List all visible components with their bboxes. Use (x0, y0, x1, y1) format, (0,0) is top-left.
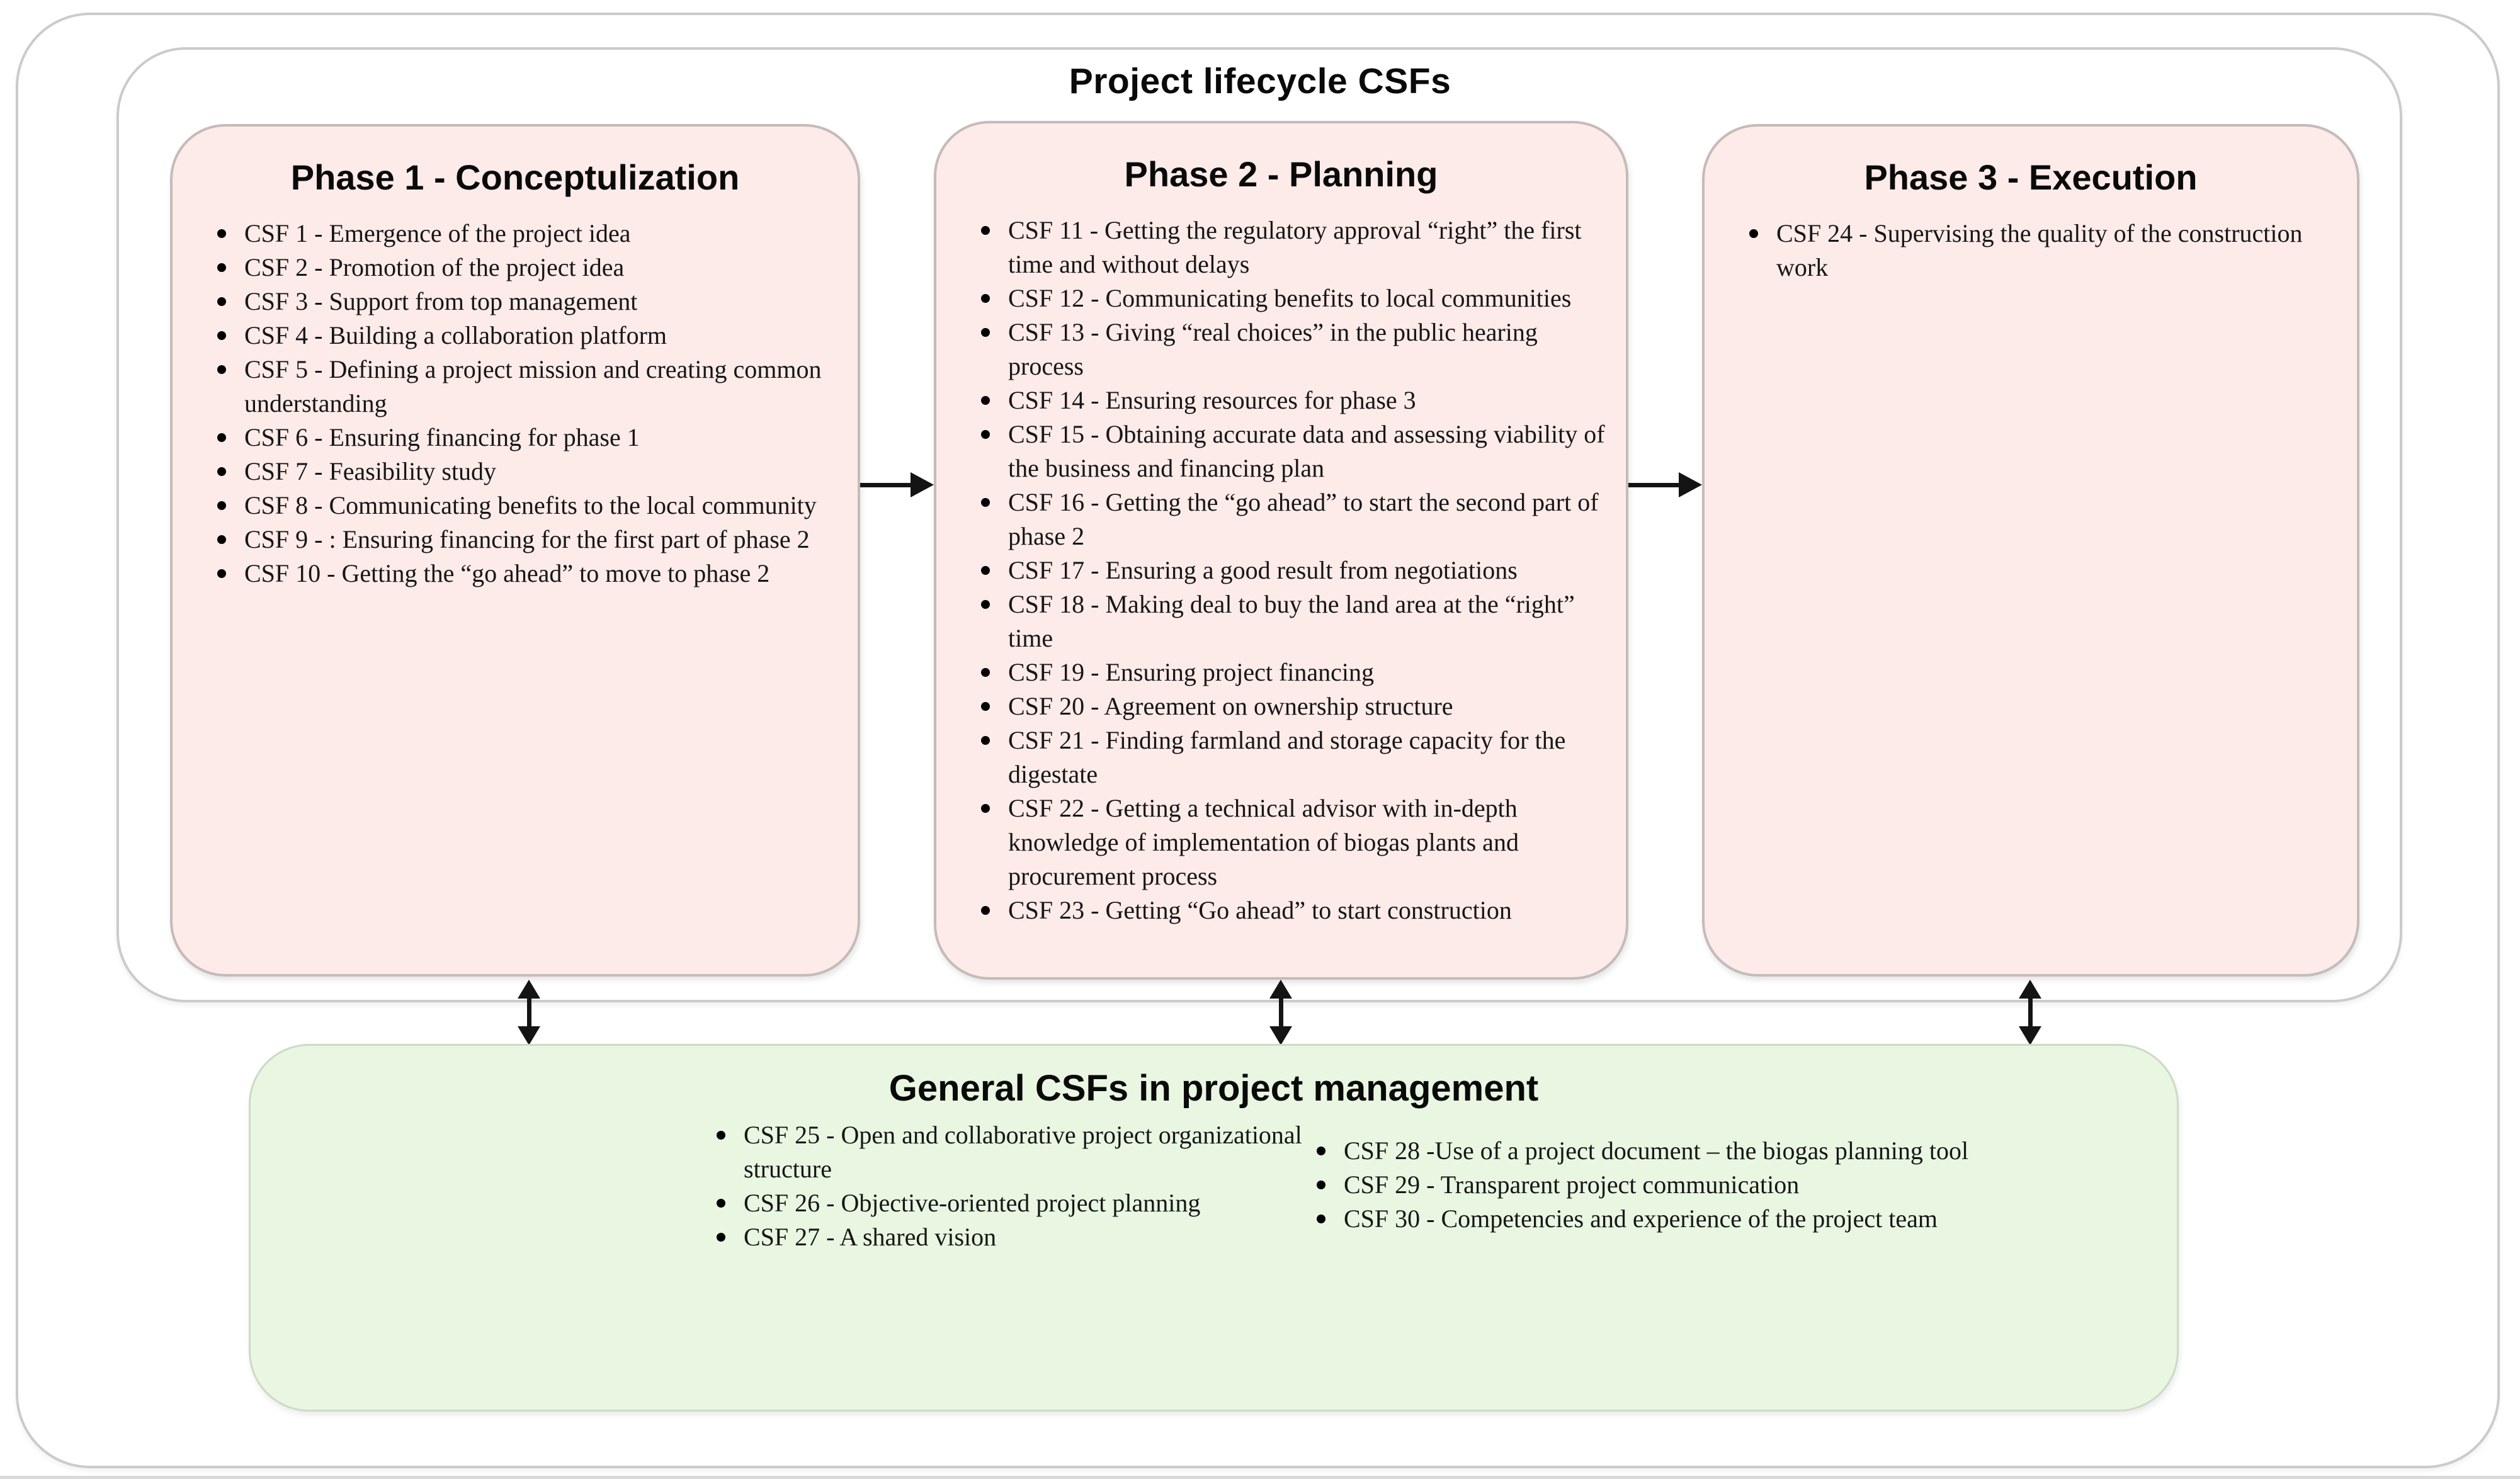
csf-item-24: CSF 24 - Supervising the quality of the … (1741, 217, 2348, 285)
csf-item-1: CSF 1 - Emergence of the project idea (209, 217, 849, 251)
phase-2-box: Phase 2 - Planning CSF 11 - Getting the … (934, 121, 1628, 980)
phase-1-box: Phase 1 - Conceptulization CSF 1 - Emerg… (170, 124, 860, 977)
general-list-1: CSF 25 - Open and collaborative project … (708, 1118, 1338, 1254)
csf-item-11: CSF 11 - Getting the regulatory approval… (973, 213, 1617, 281)
csf-item-20: CSF 20 - Agreement on ownership structur… (973, 689, 1617, 723)
csf-item-25: CSF 25 - Open and collaborative project … (708, 1118, 1338, 1186)
csf-item-26: CSF 26 - Objective-oriented project plan… (708, 1186, 1338, 1220)
arrow-head-down (518, 1026, 540, 1045)
arrow-head (1679, 472, 1702, 497)
csf-item-19: CSF 19 - Ensuring project financing (973, 655, 1617, 689)
arrow-shaft (1278, 994, 1283, 1031)
double-arrow-phase1-general-icon (516, 980, 542, 1045)
csf-item-2: CSF 2 - Promotion of the project idea (209, 251, 849, 285)
csf-item-12: CSF 12 - Communicating benefits to local… (973, 281, 1617, 315)
phase-3-list: CSF 24 - Supervising the quality of the … (1705, 217, 2357, 285)
csf-item-14: CSF 14 - Ensuring resources for phase 3 (973, 383, 1617, 417)
arrow-shaft (860, 482, 912, 487)
csf-item-7: CSF 7 - Feasibility study (209, 455, 849, 489)
csf-item-4: CSF 4 - Building a collaboration platfor… (209, 319, 849, 353)
arrow-right-phase1-to-phase2-icon (860, 472, 934, 498)
general-csfs-column-1: CSF 25 - Open and collaborative project … (708, 1118, 1338, 1254)
arrow-shaft (2028, 994, 2033, 1031)
arrow-right-phase2-to-phase3-icon (1628, 472, 1702, 498)
general-csfs-title: General CSFs in project management (888, 1068, 1539, 1109)
csf-item-28: CSF 28 -Use of a project document – the … (1308, 1134, 2165, 1168)
csf-item-29: CSF 29 - Transparent project communicati… (1308, 1168, 2165, 1202)
arrow-head-down (2019, 1026, 2041, 1045)
phase-1-title: Phase 1 - Conceptulization (290, 157, 740, 197)
general-list-2: CSF 28 -Use of a project document – the … (1308, 1134, 2165, 1236)
csf-item-18: CSF 18 - Making deal to buy the land are… (973, 587, 1617, 655)
csf-item-23: CSF 23 - Getting “Go ahead” to start con… (973, 893, 1617, 927)
phase-3-title: Phase 3 - Execution (1864, 157, 2198, 197)
arrow-head-down (1269, 1026, 1292, 1045)
double-arrow-phase2-general-icon (1268, 980, 1293, 1045)
csf-item-9: CSF 9 - : Ensuring financing for the fir… (209, 523, 849, 557)
phase-3-box: Phase 3 - Execution CSF 24 - Supervising… (1702, 124, 2359, 977)
arrow-shaft (1628, 482, 1680, 487)
csf-item-6: CSF 6 - Ensuring financing for phase 1 (209, 421, 849, 455)
phase-1-list: CSF 1 - Emergence of the project idea CS… (173, 217, 858, 591)
diagram-title: Project lifecycle CSFs (1069, 61, 1451, 101)
arrow-head (911, 472, 934, 497)
csf-item-17: CSF 17 - Ensuring a good result from neg… (973, 553, 1617, 587)
csf-item-22: CSF 22 - Getting a technical advisor wit… (973, 791, 1617, 893)
csf-item-8: CSF 8 - Communicating benefits to the lo… (209, 489, 849, 523)
csf-item-10: CSF 10 - Getting the “go ahead” to move … (209, 557, 849, 591)
phase-2-list: CSF 11 - Getting the regulatory approval… (936, 213, 1626, 927)
phase-2-title: Phase 2 - Planning (1124, 154, 1438, 194)
csf-item-15: CSF 15 - Obtaining accurate data and ass… (973, 417, 1617, 485)
general-csfs-box: General CSFs in project management CSF 2… (249, 1044, 2179, 1412)
csf-item-16: CSF 16 - Getting the “go ahead” to start… (973, 485, 1617, 553)
csf-item-21: CSF 21 - Finding farmland and storage ca… (973, 723, 1617, 791)
csf-item-5: CSF 5 - Defining a project mission and c… (209, 353, 849, 421)
double-arrow-phase3-general-icon (2018, 980, 2043, 1045)
page-bottom-divider (0, 1476, 2520, 1479)
arrow-shaft (526, 994, 531, 1031)
csf-item-30: CSF 30 - Competencies and experience of … (1308, 1202, 2165, 1236)
general-csfs-column-2: CSF 28 -Use of a project document – the … (1308, 1134, 2165, 1236)
csf-item-3: CSF 3 - Support from top management (209, 285, 849, 319)
csf-item-27: CSF 27 - A shared vision (708, 1220, 1338, 1254)
csf-item-13: CSF 13 - Giving “real choices” in the pu… (973, 315, 1617, 383)
